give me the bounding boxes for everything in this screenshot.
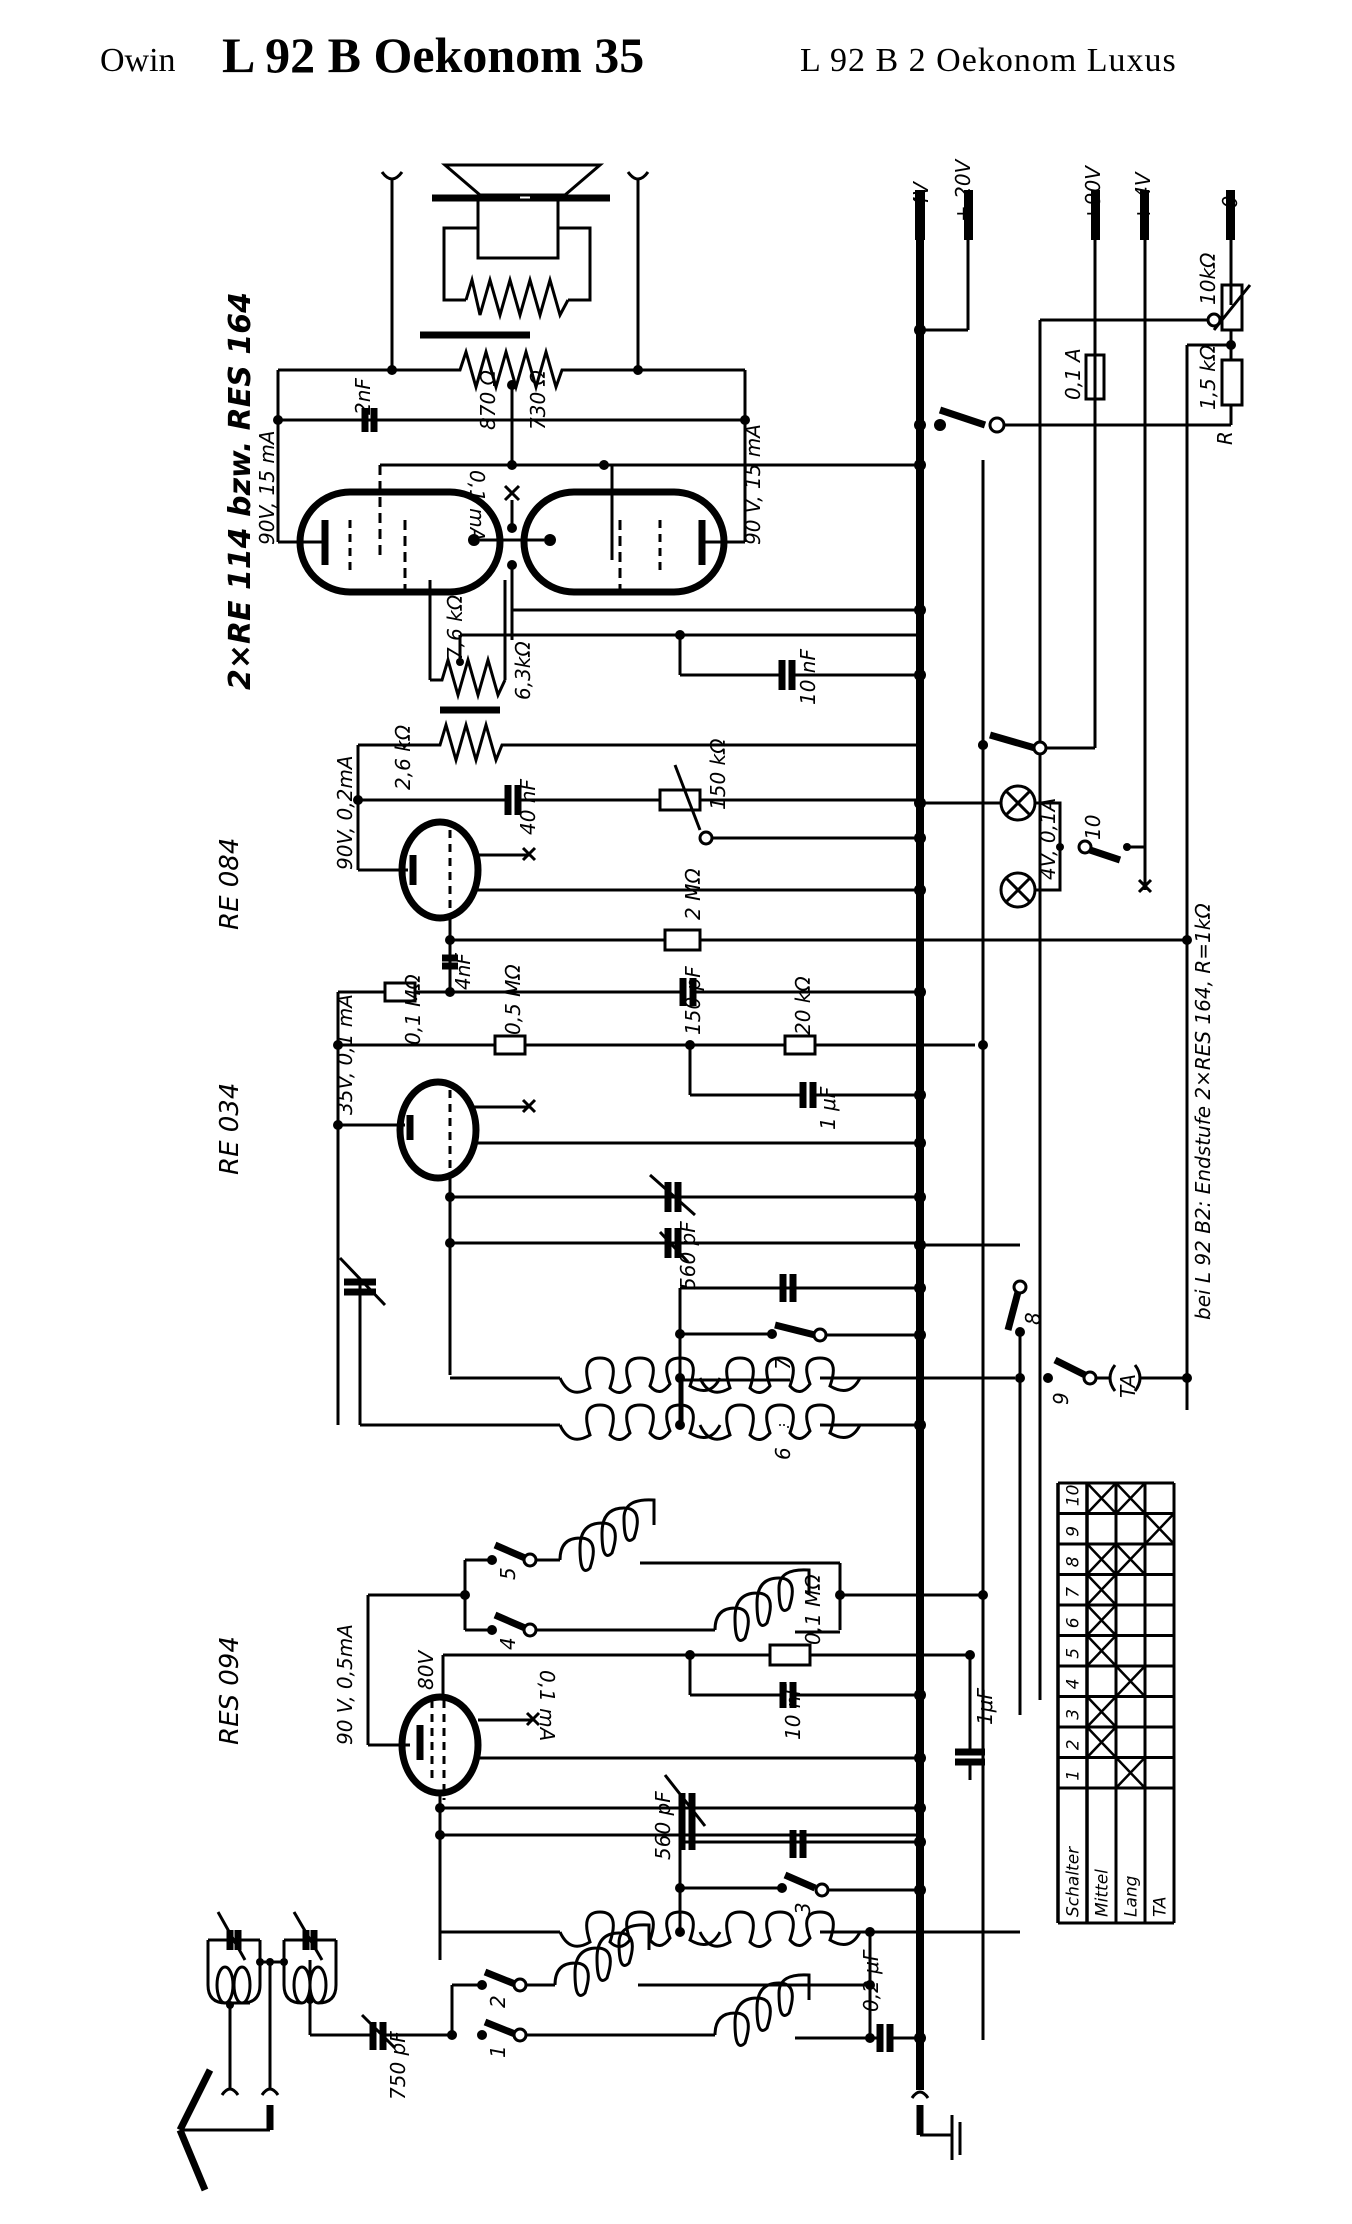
- table-switch-number: 10: [1064, 1485, 1084, 1507]
- label-plus90v: +90V: [1081, 165, 1105, 222]
- table-row-label: TA: [1151, 1897, 1171, 1917]
- table-switch-number: 2: [1064, 1739, 1084, 1750]
- label-c-560pf-b: 560 pF: [651, 1791, 675, 1860]
- label-c-1uf-b: 1μF: [973, 1688, 997, 1725]
- table-switch-number: 3: [1064, 1709, 1084, 1720]
- bus-junctions: [914, 324, 988, 1896]
- table-switch-number: 4: [1064, 1678, 1084, 1689]
- label-r-730: 730 Ω: [526, 369, 550, 430]
- table-switch-number: 5: [1064, 1648, 1084, 1659]
- table-cross-mark: [1086, 1543, 1117, 1576]
- label-switch-3: 3: [791, 1902, 815, 1915]
- table-cross-mark: [1115, 1482, 1146, 1515]
- title-model: L 92 B Oekonom 35: [222, 27, 645, 83]
- table-cross-mark: [1086, 1695, 1117, 1728]
- label-r: R: [1213, 431, 1237, 445]
- table-cross-mark: [1086, 1634, 1117, 1667]
- table-switch-number: 9: [1064, 1526, 1084, 1537]
- label-c-4nf: 4nF: [451, 953, 475, 990]
- label-fuse: 0,1 A: [1061, 348, 1085, 400]
- label-plus20v: + 20V: [951, 158, 975, 222]
- table-switch-number: 6: [1064, 1617, 1084, 1628]
- label-v-90v15ma-right: 90 V, 15 mA: [741, 424, 765, 545]
- label-c-10nf-b: 10 nF: [781, 1684, 805, 1740]
- labels: 2×RE 114 bzw. RES 164 RE 084 RE 034 RES …: [215, 158, 1242, 2100]
- label-v-90v15ma-left: 90V, 15 mA: [255, 430, 279, 545]
- label-switch-8: 8: [1021, 1312, 1045, 1325]
- label-c-750pf: 750 pF: [386, 2031, 410, 2100]
- label-switch-9: 9: [1049, 1392, 1073, 1405]
- table-cross-mark: [1086, 1482, 1117, 1515]
- antenna-coupling: [176, 1911, 962, 2192]
- label-r-2m: 2 MΩ: [681, 868, 705, 920]
- stage-re034: [333, 940, 1192, 1715]
- table-cross-mark: [1115, 1756, 1146, 1789]
- label-c-10nf-top: 10 nF: [796, 649, 820, 705]
- label-res094: RES 094: [215, 1636, 245, 1745]
- label-minus4v: - 4V: [909, 181, 933, 222]
- label-re034: RE 034: [215, 1083, 245, 1175]
- label-switch-2: 2: [486, 1995, 510, 2008]
- title-maker: Owin: [100, 42, 176, 79]
- table-switch-number: 1: [1064, 1770, 1084, 1781]
- label-plus4v: + 4V: [1131, 171, 1155, 222]
- label-c-560pf-a: 560 pF: [676, 1221, 700, 1290]
- table-cross-mark: [1086, 1726, 1117, 1759]
- table-switch-number: 7: [1064, 1587, 1084, 1598]
- label-output-tubes: 2×RE 114 bzw. RES 164: [223, 292, 258, 690]
- ground-bus: [915, 190, 973, 2090]
- label-r-870: 870 Ω: [476, 369, 500, 430]
- label-c-150pf: 150 pF: [681, 966, 705, 1035]
- label-i-01ma-out: 0,1 mA: [465, 470, 489, 541]
- label-i-01ma-det: 0,1 mA: [535, 1670, 559, 1741]
- label-c-02uf: 0,2 μF: [859, 1949, 883, 2012]
- label-ta: TA: [1116, 1374, 1140, 1398]
- label-note-l92b2: bei L 92 B2: Endstufe 2×RES 164, R=1kΩ: [1191, 903, 1215, 1320]
- label-r-05m: 0,5 MΩ: [501, 964, 525, 1035]
- table-switch-number: 8: [1064, 1556, 1084, 1567]
- label-switch-7: 7: [771, 1357, 795, 1370]
- label-lamps: 4V, 0,1A: [1036, 798, 1060, 880]
- table-cross-mark: [1144, 1512, 1175, 1545]
- label-switch-5: 5: [496, 1567, 520, 1580]
- table-cross-mark: [1115, 1543, 1146, 1576]
- label-c-1uf-a: 1 μF: [816, 1086, 840, 1130]
- table-header: Schalter: [1064, 1846, 1084, 1917]
- label-pot-150k: 150 kΩ: [706, 738, 730, 810]
- table-cross-mark: [1086, 1604, 1117, 1637]
- label-c-40nf: 40 nF: [516, 779, 540, 835]
- table-row-label: Lang: [1122, 1875, 1142, 1917]
- output-stage: [273, 163, 920, 766]
- label-c-2nf: 2nF: [351, 378, 375, 415]
- label-r-15k: 1,5 kΩ: [1196, 344, 1220, 410]
- table-cross-mark: [1115, 1665, 1146, 1698]
- label-v-80v: 80V: [414, 1650, 438, 1690]
- label-v-90v02ma: 90V, 0,2mA: [333, 755, 357, 870]
- label-v-90v05ma: 90 V, 0,5mA: [333, 1624, 357, 1745]
- label-switch-4: 4: [496, 1637, 520, 1650]
- label-r-26k: 2,6 kΩ: [391, 724, 415, 790]
- label-switch-1: 1: [486, 2045, 510, 2058]
- stage-re084: [353, 400, 1192, 2040]
- table-row-label: Mittel: [1093, 1869, 1113, 1917]
- label-r-01m-a: 0,1 MΩ: [401, 974, 425, 1045]
- label-r-01m-b: 0,1 MΩ: [801, 1574, 825, 1645]
- label-switch-10: 10: [1081, 815, 1105, 840]
- label-minus0: - 0: [1218, 196, 1242, 222]
- label-switch-6: 6: [771, 1447, 795, 1460]
- table-cross-mark: [1086, 1573, 1117, 1606]
- label-v-35v01ma: 35V, 0,1 mA: [333, 994, 357, 1115]
- label-r-20k: 20 kΩ: [791, 976, 815, 1035]
- label-r-76k: 7,6 kΩ: [443, 594, 467, 660]
- label-pot-10k: 10kΩ: [1196, 252, 1220, 305]
- label-r-63k: 6,3kΩ: [511, 641, 535, 700]
- label-re084: RE 084: [215, 838, 245, 930]
- title-variant: L 92 B 2 Oekonom Luxus: [800, 42, 1177, 79]
- stage-res094: [308, 1377, 1020, 2052]
